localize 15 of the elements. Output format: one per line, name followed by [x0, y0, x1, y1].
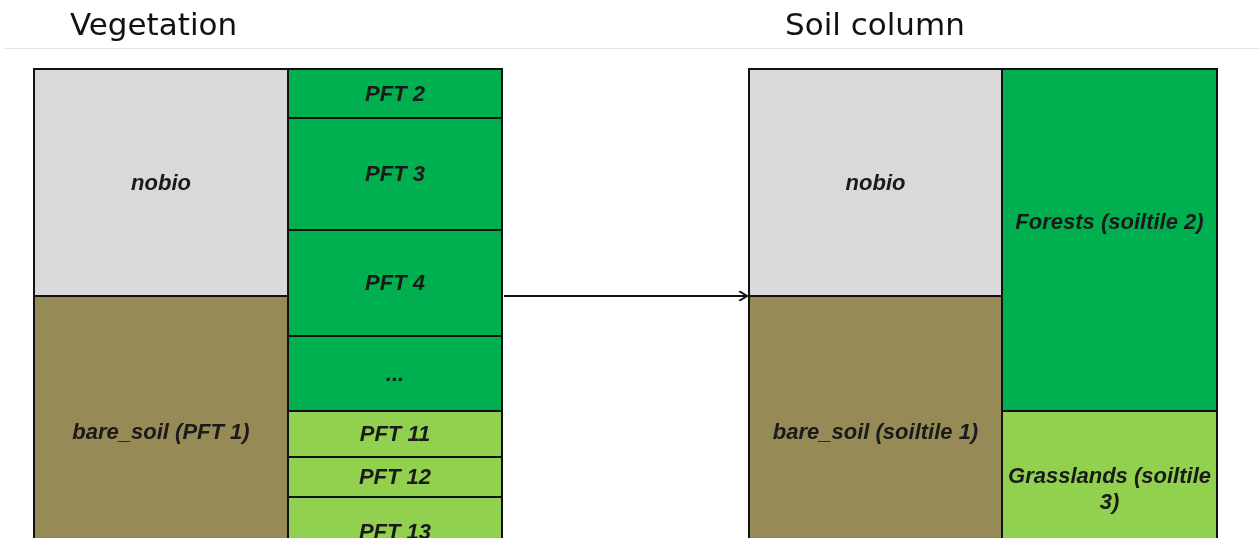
- land-cover-tile: PFT 11: [287, 410, 503, 458]
- panel-heading: Soil column: [785, 6, 965, 42]
- land-cover-tile: bare_soil (soiltile 1): [748, 295, 1003, 538]
- land-cover-tile: nobio: [748, 68, 1003, 297]
- land-cover-tile: PFT 4: [287, 229, 503, 337]
- arrow: [503, 290, 748, 302]
- land-cover-tile: Forests (soiltile 2): [1001, 68, 1218, 412]
- land-cover-tile: PFT 2: [287, 68, 503, 119]
- land-cover-tile: Grasslands (soiltile 3): [1001, 410, 1218, 538]
- land-cover-tile: ...: [287, 335, 503, 412]
- land-cover-tile: nobio: [33, 68, 289, 297]
- land-cover-tile: bare_soil (PFT 1): [33, 295, 289, 538]
- land-cover-tile: PFT 3: [287, 117, 503, 231]
- panel-heading: Vegetation: [70, 6, 238, 42]
- land-cover-tile: PFT 12: [287, 456, 503, 498]
